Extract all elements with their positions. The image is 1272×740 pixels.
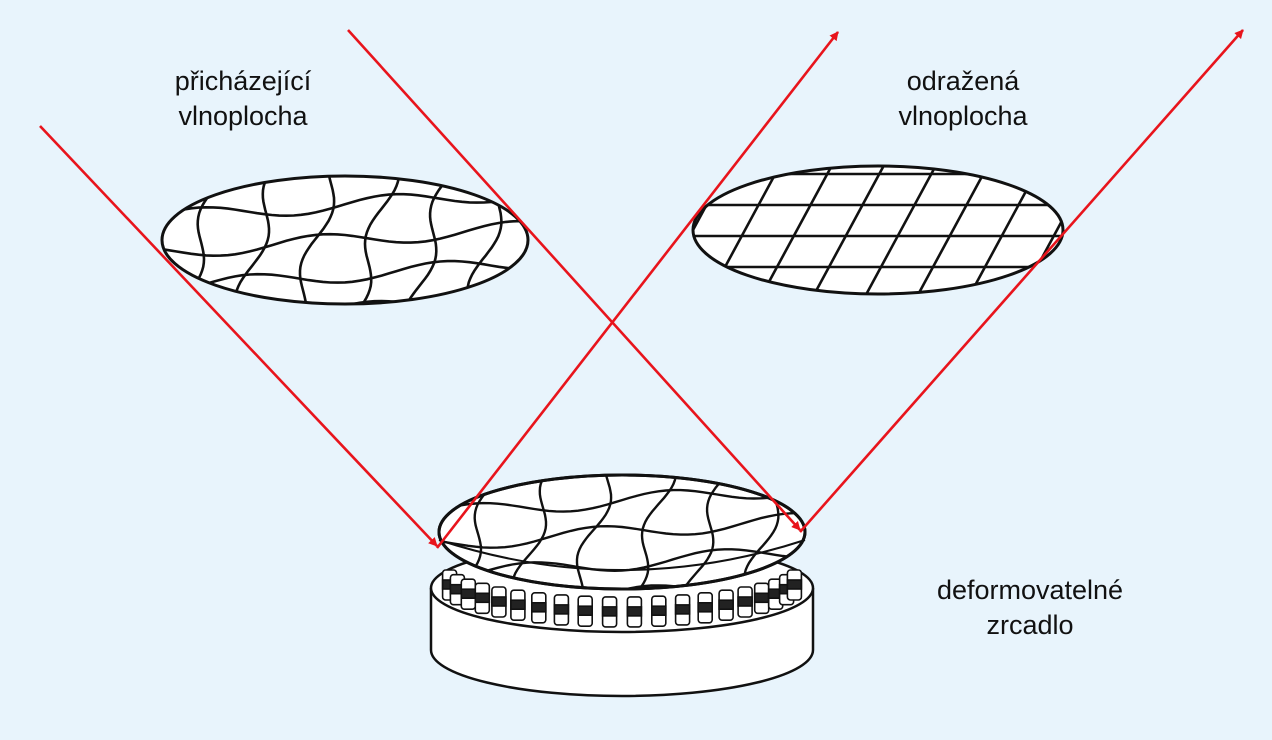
grid-line (549, 156, 629, 304)
deformable-mirror-label-line1: deformovatelné (936, 575, 1124, 605)
incoming-ray-left (39, 125, 438, 547)
grid-line (601, 156, 681, 304)
actuator-band (577, 605, 594, 617)
actuator-band (697, 601, 714, 613)
deformable-mirror-label: deformovatelné zrcadlo (900, 573, 1160, 643)
grid-line (755, 166, 839, 294)
actuator-band (626, 606, 643, 617)
incoming-wavefront-label-line1: přicházející (174, 66, 312, 96)
actuator-band (553, 604, 570, 615)
grid-line (1121, 156, 1201, 304)
grid-line (351, 176, 401, 304)
incoming-wavefront-icon (125, 174, 564, 363)
reflected-wavefront-icon (549, 156, 1201, 304)
grid-line (439, 511, 805, 549)
deformable-mirror-icon (345, 418, 843, 698)
actuator-band (786, 579, 803, 590)
grid-line (629, 475, 678, 589)
grid-line (345, 464, 379, 601)
grid-line (1069, 156, 1149, 304)
reflected-wavefront-label: odražená vlnoplocha (850, 64, 1076, 134)
reflected-wavefront-label-line1: odražená (906, 66, 1020, 96)
actuator-band (718, 599, 734, 611)
grid-line (911, 166, 995, 294)
reflected-wavefront-label-line2: vlnoplocha (898, 101, 1028, 131)
incoming-ray-right (347, 29, 801, 531)
actuator-band (474, 592, 491, 604)
reflected-ray-left (435, 31, 840, 549)
actuator-band (753, 592, 770, 604)
actuator-band (491, 596, 507, 607)
actuator-band (510, 599, 526, 611)
grid-line (809, 464, 843, 601)
grid-line (125, 328, 564, 363)
actuator-band (601, 606, 618, 617)
incoming-wavefront-label: přicházející vlnoplocha (130, 64, 356, 134)
grid-line (575, 475, 613, 589)
actuator-band (650, 605, 667, 617)
reflected-ray-right (799, 29, 1244, 533)
actuator-array (441, 569, 803, 628)
grid-line (859, 166, 943, 294)
grid-line (807, 166, 891, 294)
deformable-mirror-label-line2: zrcadlo (986, 610, 1074, 640)
grid-line (162, 219, 528, 258)
incoming-wavefront-label-line2: vlnoplocha (178, 101, 308, 131)
actuator-band (674, 604, 691, 615)
grid-line (402, 418, 841, 453)
actuator-band (737, 596, 753, 607)
actuator-band (460, 588, 477, 600)
actuator-band (530, 601, 547, 613)
light-rays (39, 29, 1244, 549)
grid-line (298, 176, 336, 304)
